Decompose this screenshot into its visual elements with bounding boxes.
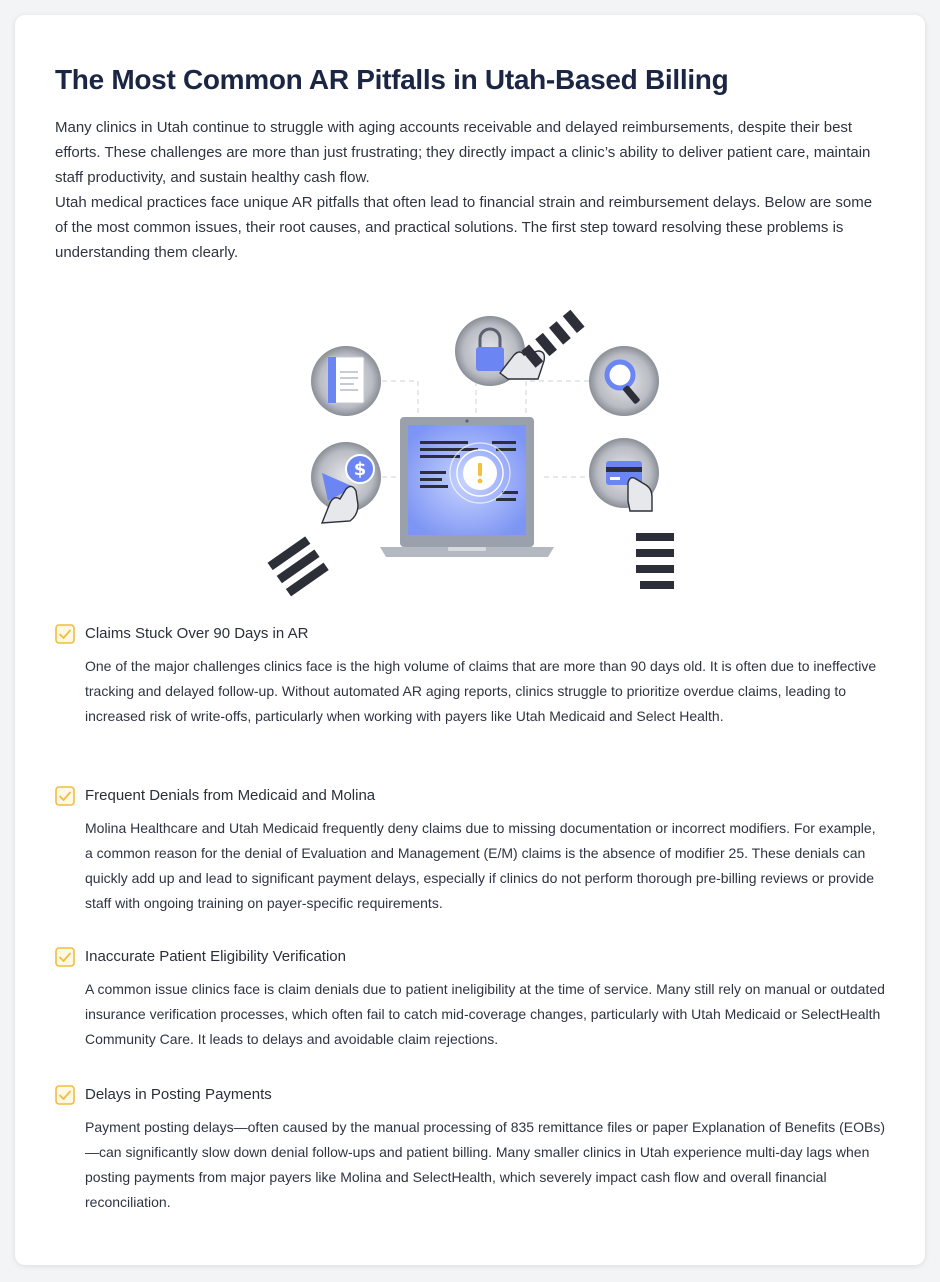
list-item: Frequent Denials from Medicaid and Molin… — [55, 785, 885, 916]
item-body: Payment posting delays—often caused by t… — [85, 1119, 885, 1210]
checkbox-icon — [55, 786, 75, 806]
dollar-icon: $ — [267, 442, 381, 597]
warning-icon — [449, 442, 511, 504]
item-body: Molina Healthcare and Utah Medicaid freq… — [85, 820, 876, 911]
item-body: One of the major challenges clinics face… — [85, 658, 877, 724]
item-title: Claims Stuck Over 90 Days in AR — [85, 625, 309, 642]
lock-icon — [455, 309, 585, 386]
intro-paragraph: Utah medical practices face unique AR pi… — [55, 194, 873, 261]
list-item: Delays in Posting Payments Payment posti… — [55, 1084, 885, 1215]
item-title: Frequent Denials from Medicaid and Molin… — [85, 787, 376, 804]
list-item: Inaccurate Patient Eligibility Verificat… — [55, 946, 885, 1052]
list-item: Claims Stuck Over 90 Days in AR One of t… — [55, 623, 885, 729]
item-title: Inaccurate Patient Eligibility Verificat… — [85, 948, 346, 965]
checkbox-icon — [55, 947, 75, 967]
item-body: A common issue clinics face is claim den… — [85, 981, 885, 1047]
article-title: The Most Common AR Pitfalls in Utah-Base… — [55, 64, 729, 95]
credit-card-icon — [589, 438, 674, 589]
checkbox-icon — [55, 624, 75, 644]
document-icon — [311, 346, 381, 416]
svg-text:$: $ — [354, 459, 367, 480]
article-card: The Most Common AR Pitfalls in Utah-Base… — [15, 15, 925, 1265]
intro-paragraph: Many clinics in Utah continue to struggl… — [55, 119, 871, 186]
laptop-icon — [380, 417, 554, 557]
intro-text: Many clinics in Utah continue to struggl… — [55, 115, 885, 265]
ar-billing-illustration: $ — [267, 309, 674, 597]
item-title: Delays in Posting Payments — [85, 1086, 272, 1103]
checkbox-icon — [55, 1085, 75, 1105]
search-icon — [589, 346, 659, 416]
